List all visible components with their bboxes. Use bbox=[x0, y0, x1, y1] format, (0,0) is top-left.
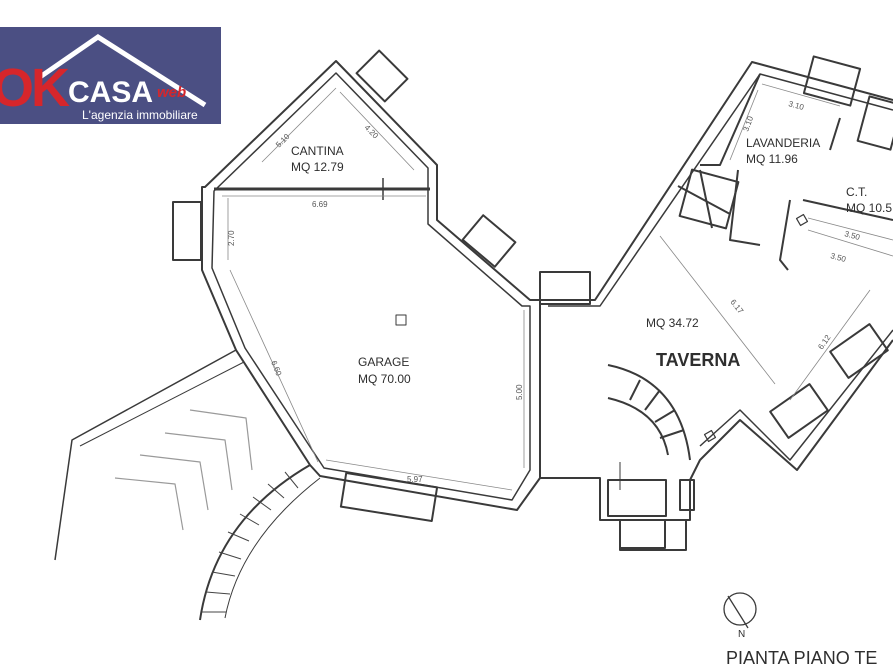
garage-cantina-wall-inner bbox=[211, 72, 531, 501]
window-box bbox=[339, 472, 439, 522]
taverna-wall bbox=[540, 61, 893, 549]
logo-web: web bbox=[157, 84, 187, 101]
plan-title: PIANTA PIANO TE bbox=[726, 648, 877, 668]
dim-lav-top: 3.10 bbox=[787, 99, 805, 112]
cantina-area: MQ 12.79 bbox=[291, 160, 344, 174]
window-box bbox=[802, 55, 862, 107]
window-box bbox=[539, 271, 591, 305]
dimension-lines bbox=[222, 83, 893, 491]
arc-driveway bbox=[199, 464, 311, 621]
north-label: N bbox=[738, 629, 745, 640]
dim-garage-top: 6.69 bbox=[312, 200, 328, 209]
cantina-name: CANTINA bbox=[291, 144, 344, 158]
garden-line bbox=[54, 349, 237, 561]
window-box bbox=[619, 519, 687, 551]
logo-background bbox=[0, 27, 221, 124]
arc-ticks bbox=[202, 471, 299, 613]
dim-taverna-diag: 6.17 bbox=[728, 298, 745, 316]
dim-garage-left: 6.60 bbox=[269, 359, 283, 377]
logo-tagline: L'agenzia immobiliare bbox=[82, 108, 198, 122]
dim-cantina-right: 4.20 bbox=[363, 123, 381, 141]
window-box bbox=[679, 479, 695, 511]
dim-garage-right: 5.00 bbox=[515, 384, 524, 400]
lavanderia-area: MQ 11.96 bbox=[746, 152, 798, 166]
window-box bbox=[607, 479, 667, 517]
lavanderia-name: LAVANDERIA bbox=[746, 136, 820, 150]
dim-ct-b: 3.50 bbox=[829, 251, 847, 264]
window-box bbox=[172, 201, 202, 261]
window-box bbox=[355, 49, 409, 103]
garage-name: GARAGE bbox=[358, 355, 409, 369]
taverna-area: MQ 34.72 bbox=[646, 316, 699, 330]
arc-driveway-inner bbox=[224, 477, 321, 619]
window-box bbox=[769, 383, 829, 439]
okcasa-logo: OK CASA web L'agenzia immobiliare bbox=[0, 27, 221, 124]
north-arrow-circle bbox=[723, 592, 757, 626]
garage-cantina-wall bbox=[201, 60, 541, 511]
garden-line-inner bbox=[79, 361, 245, 447]
window-box bbox=[461, 214, 517, 268]
taverna-wall-inner bbox=[548, 73, 893, 461]
logo-ok: OK bbox=[0, 58, 70, 118]
ct-area: MQ 10.5 bbox=[846, 201, 892, 215]
dim-garage-left-short: 2.70 bbox=[227, 230, 236, 246]
lavanderia-wall bbox=[700, 73, 893, 271]
dim-ct-a: 3.50 bbox=[843, 229, 861, 242]
north-arrow-needle bbox=[727, 595, 749, 629]
logo-casa: CASA bbox=[68, 76, 154, 109]
stair-box bbox=[678, 168, 740, 230]
window-box bbox=[829, 323, 889, 379]
taverna-name: TAVERNA bbox=[656, 350, 740, 370]
dim-garage-bottom: 5.97 bbox=[407, 475, 423, 484]
ramp-hatching bbox=[114, 409, 253, 531]
window-box bbox=[856, 95, 893, 151]
spiral-stair bbox=[607, 364, 691, 461]
garage-area: MQ 70.00 bbox=[358, 372, 411, 386]
dim-taverna-right: 6.12 bbox=[816, 333, 833, 351]
ct-name: C.T. bbox=[846, 185, 867, 199]
dim-lav-left: 3.10 bbox=[741, 114, 755, 132]
